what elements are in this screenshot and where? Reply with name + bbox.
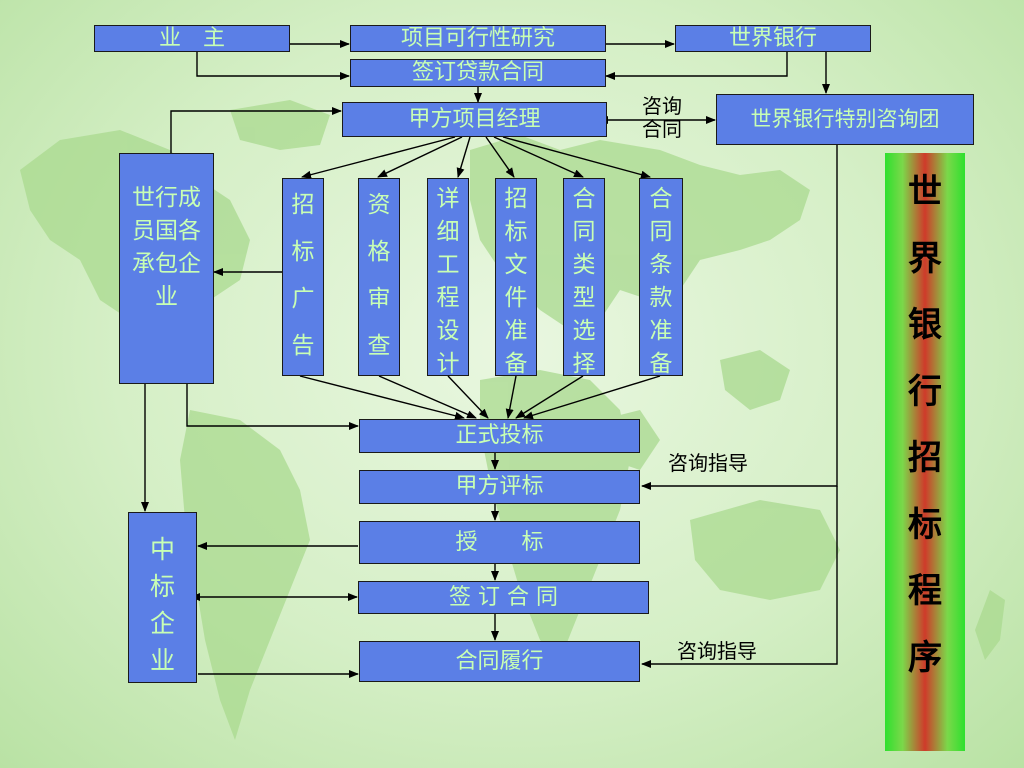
node-feasibility-study: 项目可行性研究 <box>350 25 606 52</box>
node-loan-contract: 签订贷款合同 <box>350 59 606 87</box>
label-consult-contract: 咨询合同 <box>642 94 682 141</box>
label-consult-guidance-1: 咨询指导 <box>668 451 748 475</box>
node-sign-contract: 签 订 合 同 <box>358 581 649 614</box>
node-bid-evaluation: 甲方评标 <box>359 470 640 504</box>
node-bid-advertisement: 招标广告 <box>282 178 324 376</box>
node-world-bank: 世界银行 <box>675 25 871 52</box>
node-project-manager: 甲方项目经理 <box>342 102 607 137</box>
node-bid-documents: 招标文件准备 <box>495 178 537 376</box>
page-title: 世界银行招标程序 <box>908 172 942 678</box>
node-award: 授 标 <box>359 521 640 564</box>
node-contract-clauses: 合同条款准备 <box>639 178 683 376</box>
node-contract-type: 合同类型选择 <box>563 178 605 376</box>
node-detailed-design: 详细工程设计 <box>427 178 469 376</box>
node-world-bank-consult-group: 世界银行特别咨询团 <box>716 94 974 145</box>
node-owner: 业 主 <box>94 25 290 52</box>
node-formal-bidding: 正式投标 <box>359 419 640 453</box>
label-consult-guidance-2: 咨询指导 <box>677 639 757 663</box>
node-winning-contractor: 中标企业 <box>128 512 197 683</box>
node-qualification-review: 资格审查 <box>358 178 400 376</box>
title-banner: 世界银行招标程序 <box>885 153 965 751</box>
node-contract-performance: 合同履行 <box>359 641 640 682</box>
node-member-contractors: 世行成员国各承包企业 <box>119 153 214 384</box>
